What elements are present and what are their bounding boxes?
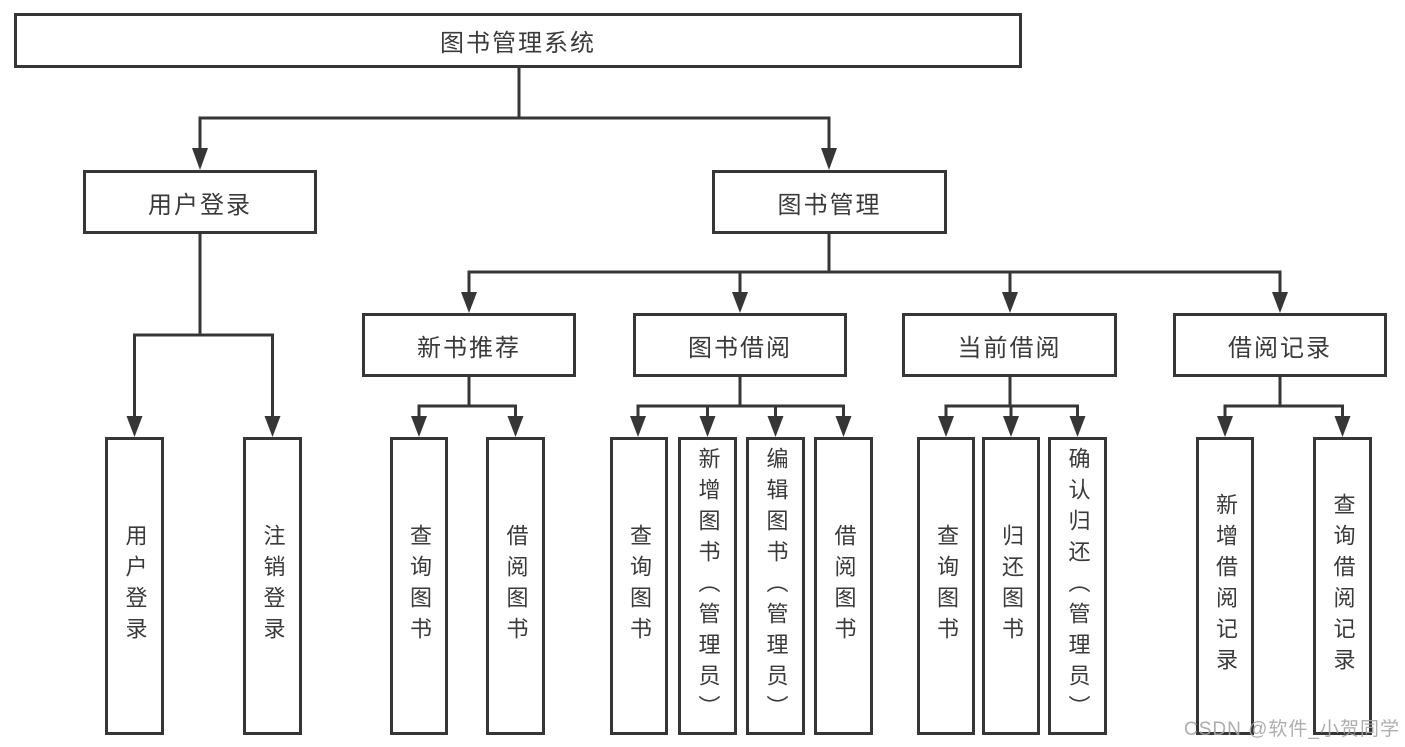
node-current-borrowing-label: 当前借阅	[957, 334, 1062, 362]
leaf-user-login: 用户登录	[105, 437, 164, 735]
leaf-logout: 注销登录	[243, 437, 302, 735]
leaf-borrow-books-2: 借阅图书	[814, 437, 873, 735]
leaf-return-books-label: 归还图书	[999, 524, 1024, 648]
node-borrowing-records-label: 借阅记录	[1228, 334, 1332, 362]
leaf-edit-books-admin-label: 编辑图书（管理员）	[763, 446, 789, 726]
leaf-add-books-admin-label: 新增图书（管理员）	[695, 446, 721, 726]
leaf-query-books-2: 查询图书	[610, 437, 668, 735]
arrowheads	[126, 148, 1351, 437]
leaf-query-borrow-record-label: 查询借阅记录	[1330, 493, 1356, 679]
leaf-confirm-return-admin-label: 确认归还（管理员）	[1065, 446, 1091, 726]
leaf-query-books-3: 查询图书	[917, 437, 975, 735]
node-book-borrowing-label: 图书借阅	[688, 334, 792, 362]
leaf-return-books: 归还图书	[982, 437, 1040, 735]
csdn-watermark: CSDN @软件_小贺同学	[1184, 719, 1400, 740]
node-book-borrowing: 图书借阅	[633, 313, 847, 377]
leaf-query-books-1: 查询图书	[390, 437, 448, 735]
node-new-book-recommend: 新书推荐	[362, 313, 576, 377]
node-borrowing-records: 借阅记录	[1173, 313, 1387, 377]
leaf-borrow-books-1-label: 借阅图书	[503, 524, 529, 648]
node-user-login: 用户登录	[83, 170, 317, 234]
leaf-add-books-admin: 新增图书（管理员）	[678, 437, 737, 735]
leaf-query-borrow-record: 查询借阅记录	[1313, 437, 1372, 735]
leaf-add-borrow-record: 新增借阅记录	[1196, 437, 1254, 735]
leaf-borrow-books-1: 借阅图书	[486, 437, 545, 735]
node-new-book-recommend-label: 新书推荐	[417, 334, 521, 362]
node-library-management-system-label: 图书管理系统	[440, 30, 596, 57]
leaf-query-books-2-label: 查询图书	[627, 524, 652, 648]
leaf-query-books-3-label: 查询图书	[934, 524, 959, 648]
leaf-add-borrow-record-label: 新增借阅记录	[1213, 493, 1238, 679]
node-user-login-label: 用户登录	[148, 191, 252, 219]
leaf-query-books-1-label: 查询图书	[407, 524, 432, 648]
leaf-borrow-books-2-label: 借阅图书	[831, 524, 857, 648]
leaf-user-login-label: 用户登录	[122, 524, 148, 648]
node-library-management-system: 图书管理系统	[14, 13, 1022, 68]
leaf-edit-books-admin: 编辑图书（管理员）	[746, 437, 805, 735]
node-book-management-label: 图书管理	[777, 191, 882, 219]
leaf-confirm-return-admin: 确认归还（管理员）	[1048, 437, 1107, 735]
node-current-borrowing: 当前借阅	[902, 313, 1117, 377]
node-book-management: 图书管理	[712, 170, 947, 234]
leaf-logout-label: 注销登录	[260, 524, 286, 648]
